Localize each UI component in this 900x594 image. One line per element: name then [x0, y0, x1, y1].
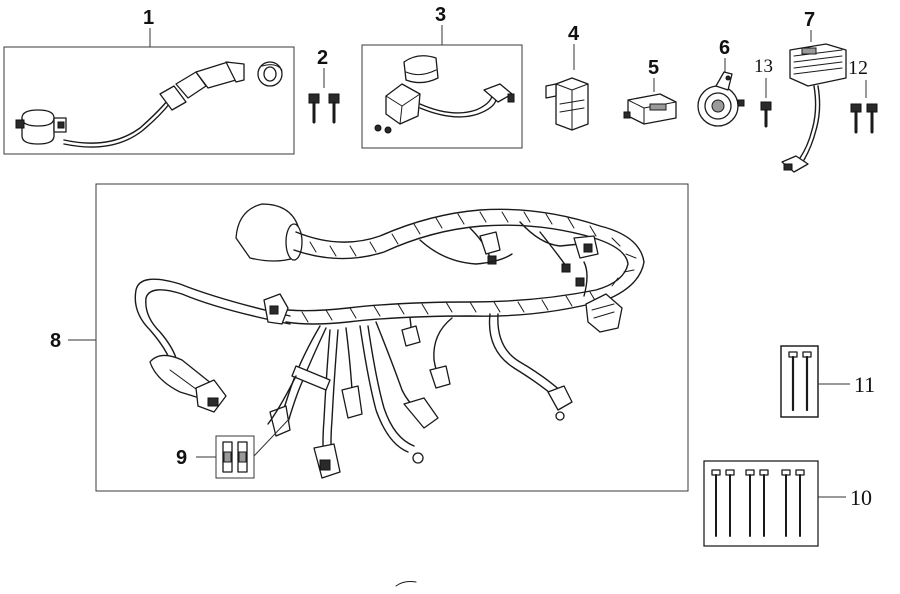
part-11-box: [780, 345, 819, 418]
callout-13: 13: [754, 56, 773, 77]
part-10-screws[interactable]: 10: [703, 460, 872, 547]
part-4-flasher[interactable]: 4: [545, 23, 589, 131]
callout-7: 7: [804, 9, 815, 31]
screw-icon: [711, 469, 805, 537]
part-8-wiring-harness[interactable]: 8: [50, 183, 689, 492]
callout-3: 3: [435, 4, 446, 26]
callout-12: 12: [848, 57, 868, 79]
part-3-starter-relay-group[interactable]: 3: [361, 4, 523, 149]
part-3-box: [361, 44, 523, 149]
part-1-ignition-coil-group[interactable]: 1: [3, 7, 295, 155]
callout-8: 8: [50, 330, 61, 352]
part-7-regulator-rectifier[interactable]: 7: [781, 9, 847, 173]
fuse-icon: [222, 441, 248, 473]
bolt-icon: [850, 103, 878, 134]
part-12-bolts[interactable]: 12: [848, 57, 878, 134]
callout-2: 2: [317, 47, 328, 69]
part-6-horn[interactable]: 6: [697, 37, 745, 127]
part-2-bolts[interactable]: 2: [308, 47, 340, 124]
callout-5: 5: [648, 57, 659, 79]
scan-mark: [395, 581, 417, 587]
callout-6: 6: [719, 37, 730, 59]
bolt-icon: [760, 101, 772, 128]
callout-11: 11: [854, 372, 875, 397]
part-10-box: [703, 460, 819, 547]
callout-10: 10: [850, 485, 872, 510]
part-9-fuses[interactable]: 9: [176, 417, 291, 479]
screw-icon: [788, 351, 812, 412]
callout-9: 9: [176, 447, 187, 469]
part-8-box: [95, 183, 689, 492]
part-13-bolt[interactable]: 13: [754, 56, 773, 128]
part-1-box: [3, 46, 295, 155]
bolt-icon: [308, 93, 340, 124]
callout-4: 4: [568, 23, 580, 45]
part-9-box: [215, 435, 255, 479]
part-5-relay-unit[interactable]: 5: [623, 57, 677, 125]
part-11-screws[interactable]: 11: [780, 345, 875, 418]
callout-1: 1: [143, 7, 154, 29]
